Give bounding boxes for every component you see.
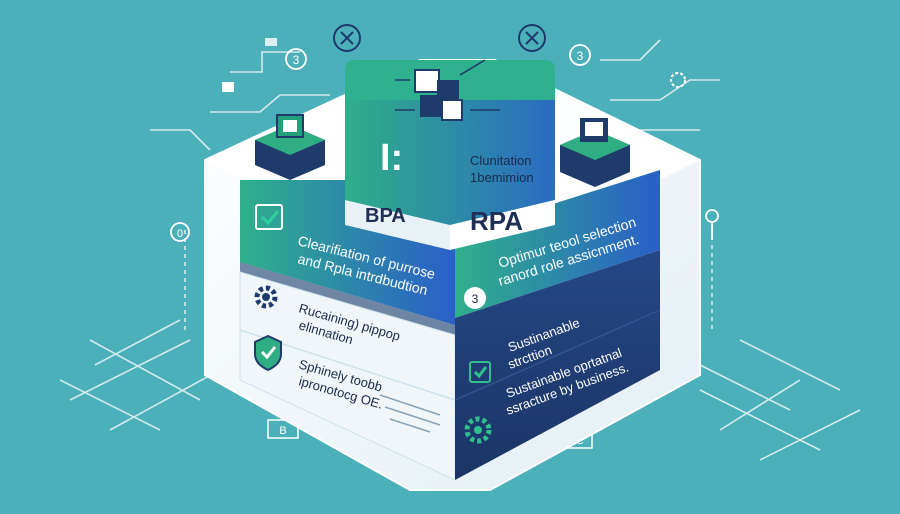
top-block: I: Clunitation 1bemimion BPA RPA xyxy=(345,59,555,250)
top-title-line2: 1bemimion xyxy=(470,170,534,185)
band-right-number: 3 xyxy=(472,292,479,306)
gear-icon-floating xyxy=(670,72,686,88)
square-node-icon xyxy=(222,82,234,92)
right-cube xyxy=(560,118,630,187)
location-pin-icon xyxy=(705,209,719,241)
gear-icon-green xyxy=(464,416,492,444)
close-icon-left xyxy=(340,31,354,45)
gear-icon xyxy=(254,285,278,309)
left-cube xyxy=(255,114,325,180)
badge-0: 0 xyxy=(177,228,183,240)
shield-check-icon xyxy=(254,334,282,372)
panel-left: Rucaining) pippop elinnation Sphinely to… xyxy=(239,271,456,481)
cube-cluster-icon xyxy=(395,59,500,121)
badge-3-left: 3 xyxy=(293,53,300,67)
top-title-line1: Clunitation xyxy=(470,153,531,168)
checkbox-icon xyxy=(255,204,283,230)
badge-3-right: 3 xyxy=(577,49,584,63)
tag-bottom-left: B xyxy=(279,425,286,437)
label-rpa: RPA xyxy=(470,206,523,236)
close-icon-right xyxy=(525,31,539,45)
bars-glyph: I: xyxy=(380,137,403,179)
floating-icons: 3 3 0 B C xyxy=(170,24,719,449)
panel-right: Sustinanable strcttion Sustainable oprta… xyxy=(454,250,661,480)
label-bpa: BPA xyxy=(365,205,406,227)
circuit-lines xyxy=(59,39,861,461)
chip-node-icon xyxy=(265,38,277,46)
band-right: 3 Optimur teool selection ranord role as… xyxy=(455,170,660,318)
check-icon xyxy=(469,361,491,383)
